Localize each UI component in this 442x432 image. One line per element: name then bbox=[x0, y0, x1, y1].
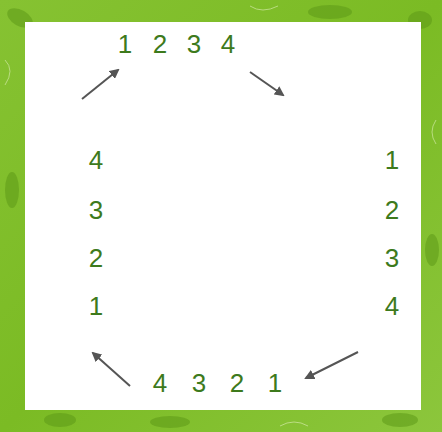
top-number: 1 bbox=[118, 31, 132, 57]
top-number: 2 bbox=[153, 31, 167, 57]
bottom-number: 2 bbox=[230, 370, 244, 396]
bottom-number: 4 bbox=[153, 370, 167, 396]
right-number: 2 bbox=[385, 197, 399, 223]
right-number: 3 bbox=[385, 245, 399, 271]
bottom-number: 1 bbox=[268, 370, 282, 396]
left-number: 4 bbox=[89, 147, 103, 173]
top-number: 4 bbox=[221, 31, 235, 57]
top-number: 3 bbox=[187, 31, 201, 57]
right-number: 4 bbox=[385, 293, 399, 319]
bottom-number: 3 bbox=[192, 370, 206, 396]
left-number: 1 bbox=[89, 293, 103, 319]
left-number: 3 bbox=[89, 197, 103, 223]
left-number: 2 bbox=[89, 245, 103, 271]
right-number: 1 bbox=[385, 147, 399, 173]
